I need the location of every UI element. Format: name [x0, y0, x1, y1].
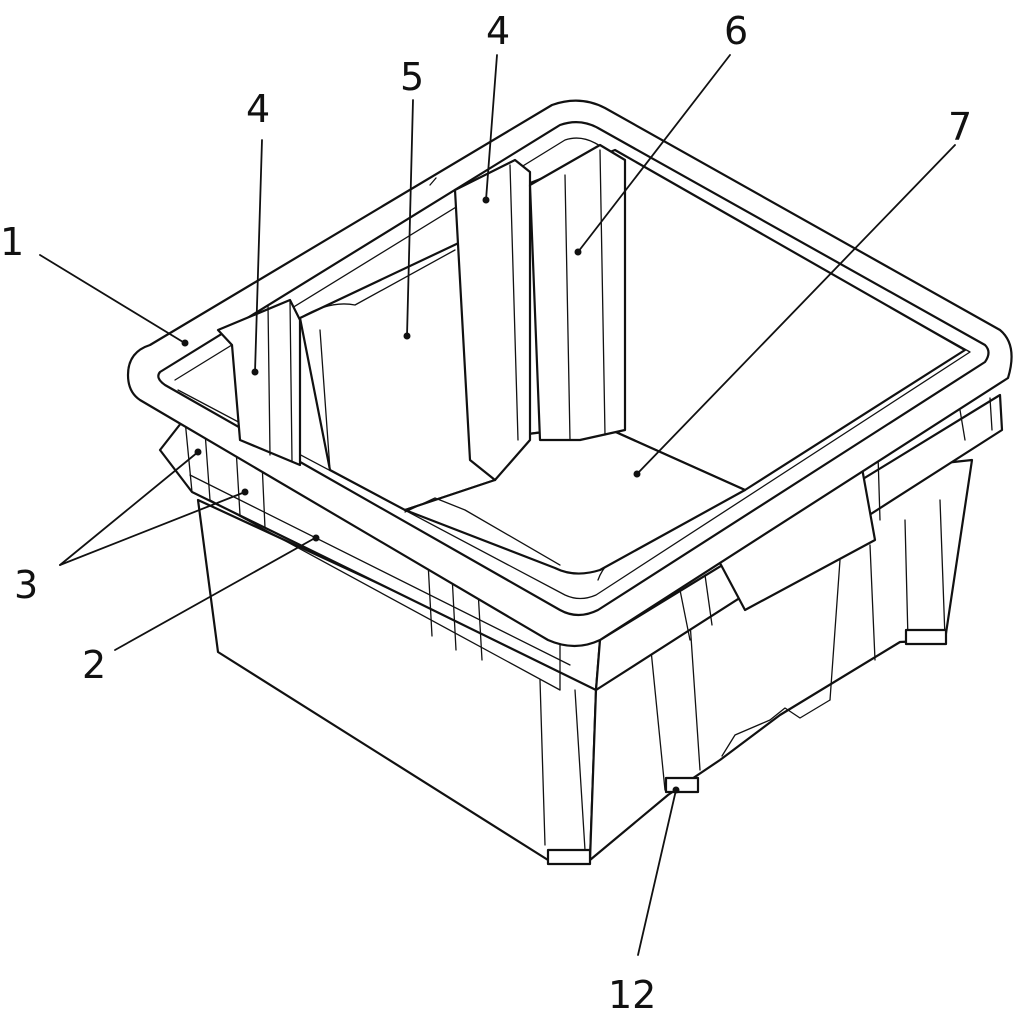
foot-middle [664, 776, 700, 794]
mid-band-ribs-right [679, 397, 993, 641]
leader-3b [59, 491, 246, 566]
leader-5 [406, 99, 414, 337]
leader-3a-dot [194, 448, 202, 456]
leader-2-dot [312, 534, 320, 542]
inner-floor-step [404, 497, 561, 566]
leader-4a [254, 139, 263, 373]
leader-1 [39, 254, 184, 343]
callout-7: 7 [948, 105, 972, 149]
crate-interior [216, 143, 967, 575]
leader-12-dot [672, 786, 680, 794]
callout-4-left: 4 [246, 87, 270, 131]
post-center [453, 158, 532, 482]
callout-2: 2 [82, 643, 106, 687]
foot-front [546, 848, 592, 866]
rim-lip [174, 137, 971, 600]
crate-mid-band [158, 393, 1004, 692]
callout-3: 3 [14, 563, 38, 607]
inner-wall-left-top [299, 249, 456, 319]
foot-right [904, 628, 948, 646]
callout-4-center: 4 [486, 9, 510, 53]
body-rib-lines [649, 499, 946, 791]
callout-12: 12 [608, 973, 656, 1017]
body-front-edges [539, 679, 586, 851]
post-left-lines [267, 299, 331, 471]
leader-7 [636, 144, 956, 475]
leader-12 [637, 789, 677, 956]
mid-band-shelf-left [189, 474, 571, 691]
callout-5: 5 [400, 55, 424, 99]
leader-3b-dot [241, 488, 249, 496]
post-right-lines [564, 149, 606, 441]
leader-4b [485, 54, 498, 201]
callout-labels: 1 2 3 4 4 5 6 7 12 [0, 9, 972, 1017]
mid-band-ribs-left [184, 419, 561, 691]
leader-4a-dot [251, 368, 259, 376]
post-right [528, 143, 627, 442]
body-foot-recess [721, 699, 831, 757]
leaders [39, 54, 956, 956]
leader-6 [577, 54, 731, 253]
leader-6-dot [574, 248, 582, 256]
callout-6: 6 [724, 9, 748, 53]
leader-4b-dot [482, 196, 490, 204]
leader-5-dot [403, 332, 411, 340]
leader-1-dot [181, 339, 189, 347]
leader-3a [59, 451, 199, 566]
callout-1: 1 [0, 220, 24, 264]
leader-7-dot [633, 470, 641, 478]
leader-2 [114, 537, 316, 651]
